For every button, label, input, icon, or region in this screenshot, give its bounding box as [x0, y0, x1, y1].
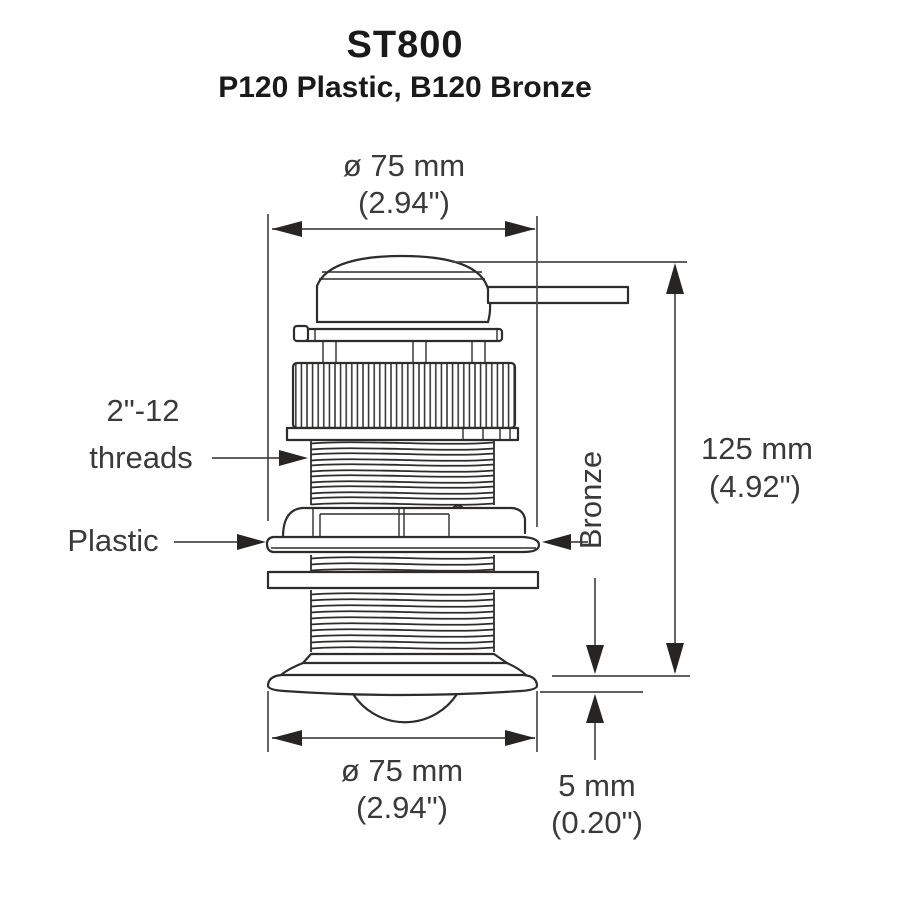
- threads-leader-arrow: [212, 450, 308, 466]
- cap-pins: [322, 341, 486, 363]
- protrusion-metric: 5 mm: [558, 768, 636, 803]
- plastic-label: Plastic: [67, 523, 158, 558]
- hull-flange: [265, 504, 541, 554]
- sensor-dome: [351, 692, 459, 724]
- page-subtitle: P120 Plastic, B120 Bronze: [218, 71, 592, 104]
- bronze-leader-arrow: [542, 534, 588, 550]
- bronze-label: Bronze: [573, 451, 608, 549]
- bottom-diameter-metric: ø 75 mm: [341, 753, 463, 788]
- diagram-text: ST800 P120 Plastic, B120 Bronze ø 75 mm …: [67, 24, 813, 840]
- height-metric: 125 mm: [701, 431, 813, 466]
- top-diameter-dimension: [267, 214, 538, 527]
- knurled-nut: [285, 361, 520, 442]
- base-flange: [266, 652, 539, 724]
- upper-threads: [310, 441, 495, 506]
- middle-threads: [310, 555, 495, 572]
- top-diameter-metric: ø 75 mm: [343, 148, 465, 183]
- transducer-cap: [292, 254, 630, 363]
- transducer-drawing: [265, 254, 630, 724]
- bottom-diameter-imperial: (2.94"): [356, 790, 448, 825]
- backing-plate: [266, 570, 540, 590]
- paddle-arm: [486, 285, 630, 305]
- height-imperial: (4.92"): [709, 469, 801, 504]
- page-title: ST800: [347, 24, 464, 66]
- dimension-lines: [174, 214, 690, 760]
- threads-label-line2: threads: [89, 440, 192, 475]
- protrusion-imperial: (0.20"): [551, 805, 643, 840]
- threads-label-line1: 2"-12: [106, 393, 179, 428]
- top-diameter-imperial: (2.94"): [358, 185, 450, 220]
- protrusion-dimension: [540, 578, 690, 760]
- bottom-diameter-dimension: [267, 691, 538, 752]
- plastic-leader-arrow: [174, 534, 266, 550]
- height-dimension: [452, 261, 687, 674]
- lower-threads: [310, 590, 495, 652]
